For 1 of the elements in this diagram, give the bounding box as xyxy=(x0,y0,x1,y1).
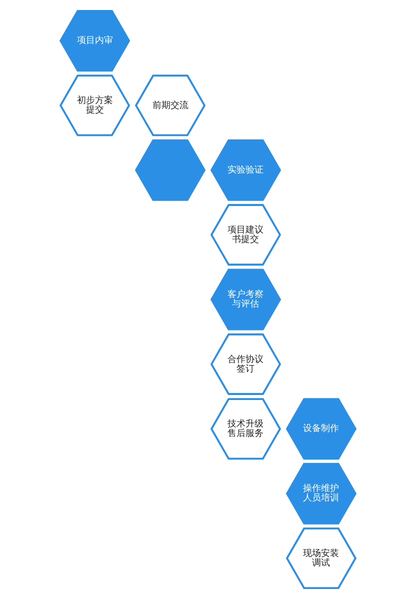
node-hexagon xyxy=(134,139,206,201)
